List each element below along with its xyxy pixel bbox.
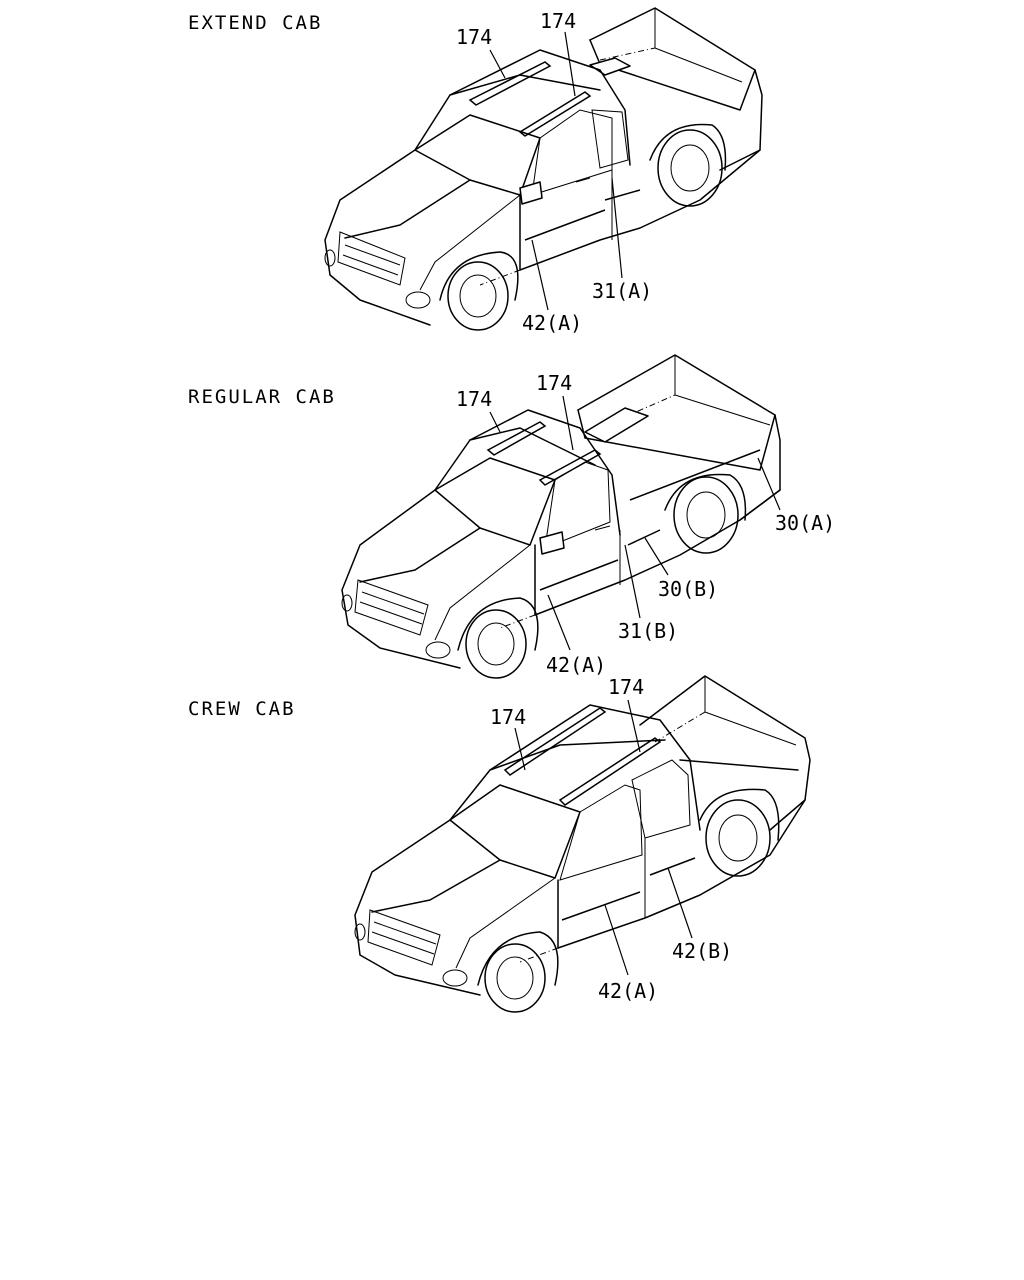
regular-cab-title: REGULAR CAB xyxy=(188,386,336,408)
regular-cab-truck-drawing xyxy=(341,354,781,679)
regular-cab-callouts: 174 174 30(A) 30(B) 31(B) 42(A) xyxy=(456,371,835,677)
regular-cab-section: REGULAR CAB xyxy=(188,354,835,679)
crew-cab-title: CREW CAB xyxy=(188,698,296,720)
extend-cab-section: EXTEND CAB xyxy=(188,7,763,335)
crew-cab-section: CREW CAB xyxy=(188,675,811,1013)
extend-cab-truck-drawing xyxy=(324,7,763,331)
crew-callout-42b: 42(B) xyxy=(672,939,732,963)
extend-callout-31a: 31(A) xyxy=(592,279,652,303)
regular-callout-174-right: 174 xyxy=(536,371,572,395)
crew-cab-truck-drawing xyxy=(354,675,811,1013)
crew-cab-callouts: 174 174 42(B) 42(A) xyxy=(490,675,732,1003)
crew-callout-42a: 42(A) xyxy=(598,979,658,1003)
extend-callout-174-right: 174 xyxy=(540,9,576,33)
crew-callout-174-left: 174 xyxy=(490,705,526,729)
extend-cab-callouts: 174 174 31(A) 42(A) xyxy=(456,9,652,335)
regular-callout-31b: 31(B) xyxy=(618,619,678,643)
extend-callout-42a: 42(A) xyxy=(522,311,582,335)
extend-cab-title: EXTEND CAB xyxy=(188,12,322,34)
regular-callout-42a: 42(A) xyxy=(546,653,606,677)
regular-callout-30b: 30(B) xyxy=(658,577,718,601)
regular-callout-174-left: 174 xyxy=(456,387,492,411)
crew-callout-174-right: 174 xyxy=(608,675,644,699)
extend-callout-174-left: 174 xyxy=(456,25,492,49)
regular-callout-30a: 30(A) xyxy=(775,511,835,535)
